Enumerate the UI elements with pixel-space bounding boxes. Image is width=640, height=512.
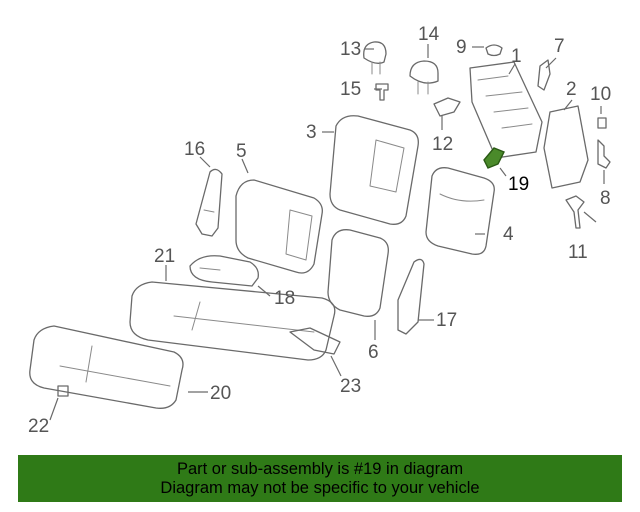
seatback-frame-right-part bbox=[543, 105, 589, 189]
callout-10: 10 bbox=[590, 84, 611, 105]
seat-cushion-part bbox=[129, 281, 336, 361]
bezel-part bbox=[433, 97, 461, 117]
callout-15: 15 bbox=[340, 79, 361, 100]
armrest-part bbox=[189, 255, 259, 287]
seat-cushion-cover-part bbox=[29, 325, 184, 409]
callout-6: 6 bbox=[368, 342, 379, 363]
callout-4: 4 bbox=[503, 224, 514, 245]
bracket-part bbox=[565, 195, 585, 229]
side-panel-part bbox=[195, 168, 223, 237]
callout-16: 16 bbox=[184, 139, 205, 160]
headrest-part-2 bbox=[409, 60, 439, 95]
trim-part bbox=[397, 258, 425, 335]
callout-3: 3 bbox=[306, 122, 317, 143]
callout-19: 19 bbox=[508, 174, 529, 195]
callout-13: 13 bbox=[340, 39, 361, 60]
callout-8: 8 bbox=[600, 188, 611, 209]
callout-11: 11 bbox=[568, 242, 588, 263]
lock-part bbox=[597, 139, 611, 169]
callout-2: 2 bbox=[566, 79, 577, 100]
callout-18: 18 bbox=[274, 288, 295, 309]
info-banner: Part or sub-assembly is #19 in diagram D… bbox=[18, 455, 622, 502]
callout-12: 12 bbox=[432, 134, 453, 155]
callout-23: 23 bbox=[340, 376, 361, 397]
callout-9: 9 bbox=[456, 37, 467, 58]
highlighted-part-19 bbox=[483, 147, 505, 169]
callout-labels: 1 2 3 4 5 6 7 8 9 10 11 12 13 14 15 16 1… bbox=[28, 24, 611, 437]
seatback-cover-part bbox=[329, 115, 419, 225]
callout-14: 14 bbox=[418, 24, 440, 45]
parts-diagram: 1 2 3 4 5 6 7 8 9 10 11 12 13 14 15 16 1… bbox=[28, 24, 611, 437]
seatback-left-part bbox=[235, 179, 323, 274]
hinge-part bbox=[537, 59, 551, 91]
callout-7: 7 bbox=[554, 36, 565, 57]
guide-part bbox=[375, 83, 389, 101]
seatback-frame-part bbox=[469, 61, 543, 159]
seatback-center-part bbox=[327, 229, 389, 317]
clip-part bbox=[485, 44, 503, 57]
callout-1: 1 bbox=[511, 46, 522, 67]
banner-line-1: Part or sub-assembly is #19 in diagram bbox=[176, 460, 464, 478]
bracket-part-2 bbox=[289, 327, 341, 355]
headrest-part bbox=[363, 41, 387, 75]
bolt-part bbox=[597, 117, 607, 129]
callout-21: 21 bbox=[154, 246, 175, 267]
callout-20: 20 bbox=[210, 383, 231, 404]
callout-17: 17 bbox=[436, 310, 457, 331]
seatback-cushion-part bbox=[425, 167, 495, 255]
clip-part-2 bbox=[57, 385, 69, 397]
callout-5: 5 bbox=[236, 141, 247, 162]
callout-22: 22 bbox=[28, 416, 49, 437]
banner-line-2: Diagram may not be specific to your vehi… bbox=[160, 479, 480, 497]
leader-lines bbox=[49, 44, 605, 421]
